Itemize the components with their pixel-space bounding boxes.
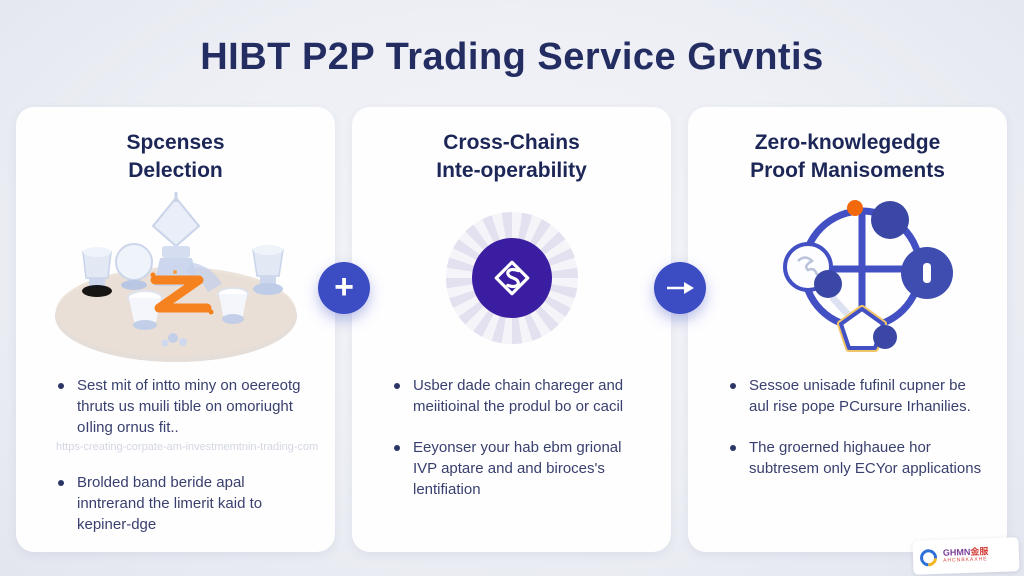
arrow-right-icon (667, 282, 694, 294)
network-nodes-illustration (783, 200, 953, 352)
orange-z-arrow-icon (150, 275, 212, 313)
indigo-circle (472, 238, 552, 318)
card3-bullet-1: Sessoe unisade fufinil cupner be aul ris… (726, 375, 985, 417)
bottom-node (873, 325, 897, 349)
card1-title: Spcenses Delection (16, 129, 335, 185)
card-cross-chains: Cross-Chains Inte-operability Usber dade… (352, 107, 671, 552)
logo-watermark: GHMN金服 AHCNBKAXHE (912, 537, 1020, 575)
card3-title-line1: Zero-knowlegedge (754, 131, 941, 154)
page-title: HIBT P2P Trading Service Grvntis (200, 36, 824, 78)
card3-title: Zero-knowlegedge Proof Manisoments (688, 129, 1007, 185)
card-zero-knowledge: Zero-knowlegedge Proof Manisoments Sesso… (688, 107, 1007, 552)
plus-connector-icon: + (318, 262, 370, 314)
logo-text-block: GHMN金服 AHCNBKAXHE (943, 547, 989, 565)
chain-link-diamond-icon (494, 260, 530, 296)
card1-title-line2: Delection (128, 159, 223, 182)
top-right-node (871, 201, 909, 239)
sunburst-circle (446, 212, 578, 344)
card3-title-line2: Proof Manisoments (750, 159, 945, 182)
arrow-right-connector-icon (654, 262, 706, 314)
logo-ring-icon (916, 545, 941, 570)
card1-title-line1: Spcenses (126, 131, 225, 154)
card2-bullet-1: Usber dade chain chareger and meiitioina… (390, 375, 649, 417)
card3-bullets: Sessoe unisade fufinil cupner be aul ris… (726, 375, 985, 499)
pentagon-node (839, 307, 885, 350)
card2-bullets: Usber dade chain chareger and meiitioina… (390, 375, 649, 520)
watermark-text: https-creating-corpate-am-investmemtnin-… (56, 441, 319, 453)
plus-glyph: + (334, 267, 354, 306)
card2-title-line1: Cross-Chains (443, 131, 580, 154)
card2-title-line2: Inte-operability (436, 159, 587, 182)
card-spcenses-delection: Spcenses Delection (16, 107, 335, 552)
left-small-node (814, 270, 842, 298)
card2-bullet-2: Eeyonser your hab ebm grional IVP aptare… (390, 437, 649, 500)
card1-bullet-2: Brolded band beride apal inntrerand the … (54, 472, 313, 535)
card3-bullet-2: The groerned highauee hor subtresem only… (726, 437, 985, 479)
card2-title: Cross-Chains Inte-operability (352, 129, 671, 185)
orange-node (847, 200, 863, 216)
logo-subtext: AHCNBKAXHE (943, 556, 988, 564)
chess-pieces-platform-illustration (55, 192, 297, 362)
card1-bullet-1: Sest mit of intto miny on oeereotg thrut… (54, 375, 313, 438)
card1-bullets: Sest mit of intto miny on oeereotg thrut… (54, 375, 313, 555)
